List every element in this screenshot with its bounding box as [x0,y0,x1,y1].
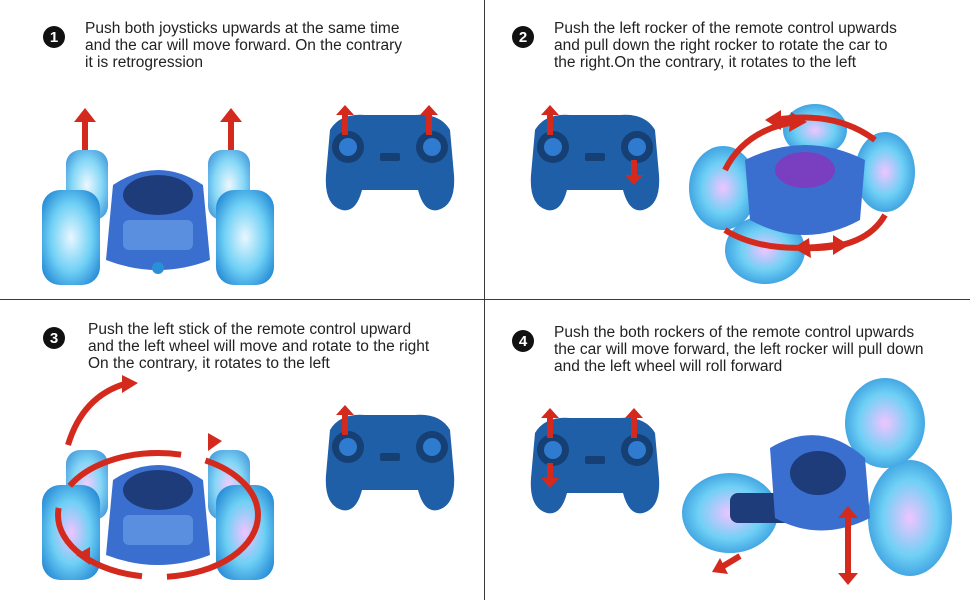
remote-controller-image [530,408,660,514]
step-2-instructions: Push the left rocker of the remote contr… [554,20,897,71]
remote-controller-image [530,105,660,211]
step-number-badge: 2 [512,26,534,48]
remote-controller-image [325,105,455,211]
step-1-instructions: Push both joysticks upwards at the same … [85,20,403,71]
step-number-badge: 1 [43,26,65,48]
step-4-panel: 4 Push the both rockers of the remote co… [485,300,969,599]
step-2-panel: 2 Push the left rocker of the remote con… [485,0,969,299]
stunt-car-rolling-image [682,378,952,585]
step-3-panel: 3 Push the left stick of the remote cont… [0,300,484,599]
step-1-panel: 1 Push both joysticks upwards at the sam… [0,0,484,299]
step-number-badge: 3 [43,327,65,349]
vertical-divider [484,0,485,600]
step-3-instructions: Push the left stick of the remote contro… [88,321,430,372]
stunt-car-rotating-image [689,104,915,284]
horizontal-divider [0,299,970,300]
step-number-badge: 4 [512,330,534,352]
step-4-instructions: Push the both rockers of the remote cont… [554,324,924,375]
stunt-car-spin-image [42,375,274,580]
remote-controller-image [325,405,455,511]
stunt-car-front-image [42,108,274,285]
